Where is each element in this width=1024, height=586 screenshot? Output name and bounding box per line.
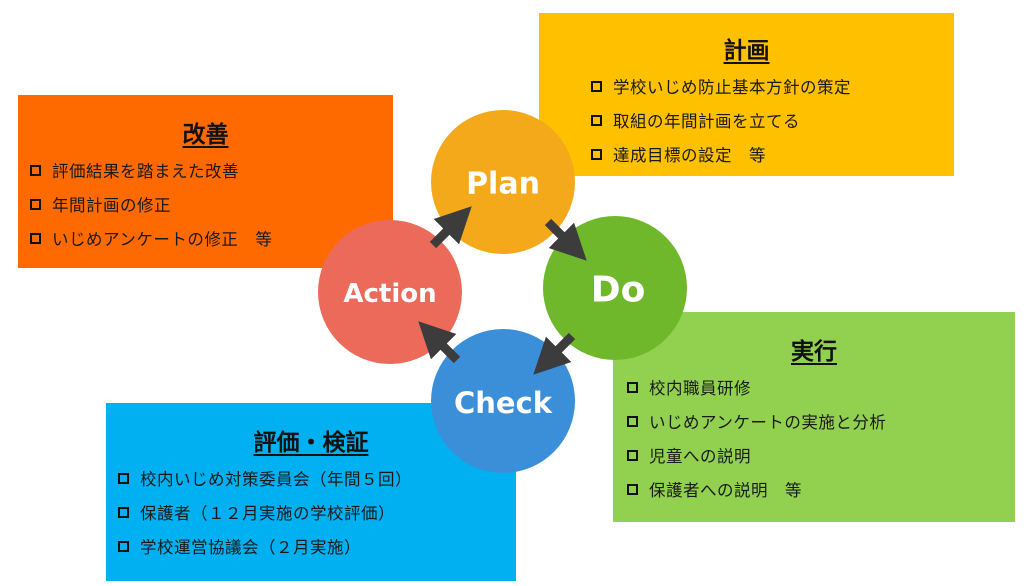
- plan-box: 計画 学校いじめ防止基本方針の策定 取組の年間計画を立てる 達成目標の設定 等: [539, 13, 954, 176]
- plan-box-title: 計画: [723, 38, 770, 64]
- checkbox-icon: [30, 198, 41, 210]
- list-item: 年間計画の修正: [30, 187, 272, 221]
- action-box: 改善 評価結果を踏まえた改善 年間計画の修正 いじめアンケートの修正 等: [18, 95, 393, 268]
- list-item: 校内職員研修: [627, 370, 886, 404]
- check-box-title: 評価・検証: [253, 430, 369, 456]
- checkbox-icon: [118, 472, 129, 484]
- do-box-title: 実行: [791, 339, 837, 365]
- arrow-plan-to-do-icon: [544, 218, 587, 261]
- do-box: 実行 校内職員研修 いじめアンケートの実施と分析 児童への説明 保護者への説明 …: [613, 312, 1015, 522]
- list-item: 保護者（１２月実施の学校評価）: [118, 495, 412, 529]
- checkbox-icon: [627, 415, 638, 427]
- checkbox-icon: [591, 80, 602, 92]
- list-item: 校内いじめ対策委員会（年間５回）: [118, 461, 412, 495]
- check-item-list: 校内いじめ対策委員会（年間５回） 保護者（１２月実施の学校評価） 学校運営協議会…: [118, 461, 412, 563]
- checkbox-icon: [591, 114, 602, 126]
- list-item: 取組の年間計画を立てる: [591, 103, 851, 137]
- action-box-title: 改善: [182, 122, 229, 148]
- plan-item-list: 学校いじめ防止基本方針の策定 取組の年間計画を立てる 達成目標の設定 等: [591, 69, 851, 171]
- checkbox-icon: [627, 483, 638, 495]
- checkbox-icon: [591, 148, 602, 160]
- list-item: 学校運営協議会（２月実施）: [118, 529, 412, 563]
- plan-label: Plan: [466, 167, 540, 202]
- list-item: 達成目標の設定 等: [591, 137, 851, 171]
- arrow-do-to-check-icon: [533, 332, 576, 375]
- list-item: 学校いじめ防止基本方針の策定: [591, 69, 851, 103]
- checkbox-icon: [627, 449, 638, 461]
- action-item-list: 評価結果を踏まえた改善 年間計画の修正 いじめアンケートの修正 等: [30, 153, 272, 255]
- list-item: 保護者への説明 等: [627, 472, 886, 506]
- checkbox-icon: [118, 506, 129, 518]
- list-item: 児童への説明: [627, 438, 886, 472]
- list-item: 評価結果を踏まえた改善: [30, 153, 272, 187]
- do-label: Do: [591, 270, 646, 311]
- arrow-action-to-plan-icon: [429, 206, 472, 249]
- list-item: いじめアンケートの修正 等: [30, 221, 272, 255]
- list-item: いじめアンケートの実施と分析: [627, 404, 886, 438]
- arrow-check-to-action-icon: [418, 321, 461, 364]
- do-item-list: 校内職員研修 いじめアンケートの実施と分析 児童への説明 保護者への説明 等: [627, 370, 886, 506]
- check-box: 評価・検証 校内いじめ対策委員会（年間５回） 保護者（１２月実施の学校評価） 学…: [106, 403, 516, 581]
- checkbox-icon: [30, 232, 41, 244]
- action-label: Action: [343, 279, 436, 309]
- checkbox-icon: [627, 381, 638, 393]
- check-label: Check: [454, 386, 553, 420]
- checkbox-icon: [30, 164, 41, 176]
- checkbox-icon: [118, 540, 129, 552]
